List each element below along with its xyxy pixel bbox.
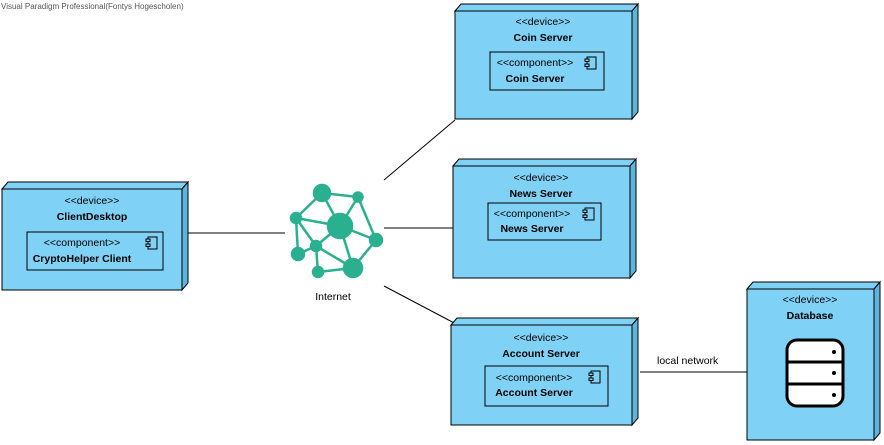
component-icon [588,370,601,384]
component-icon [582,207,595,221]
link-internet-account[interactable] [383,285,459,326]
component-name: Account Server [495,387,573,399]
component-name: CryptoHelper Client [33,253,132,265]
node-side-face [631,316,639,427]
component-box [489,51,605,91]
node-stereotype: <<device>> [514,172,569,184]
node-name: Coin Server [514,32,573,44]
component-stereotype: <<component>> [494,208,570,220]
node-name: Database [787,310,834,322]
component-account-server[interactable]: <<component>> Account Server [484,365,609,407]
component-news-server[interactable]: <<component>> News Server [487,202,602,241]
connections [188,119,747,373]
node-client-desktop[interactable]: <<device>> ClientDesktop <<component>> C… [0,180,190,292]
node-stereotype: <<device>> [65,195,120,207]
node-top-face [451,158,638,167]
node-top-face [0,181,190,190]
node-top-face [449,317,640,326]
component-icon [145,236,158,250]
node-side-face [629,157,637,280]
node-name: Account Server [502,348,580,360]
component-box [484,365,609,407]
internet-network-icon[interactable] [289,183,384,279]
component-stereotype: <<component>> [44,237,120,249]
local-network-label: local network [657,355,719,367]
link-internet-coin[interactable] [383,119,456,181]
node-stereotype: <<device>> [514,332,569,344]
node-coin-server[interactable]: <<device>> Coin Server <<component>> Coi… [453,2,640,121]
node-stereotype: <<device>> [783,294,838,306]
node-top-face [745,281,882,290]
node-side-face [631,2,639,121]
component-name: Coin Server [506,73,565,85]
internet-label: Internet [315,291,351,303]
component-coin-server[interactable]: <<component>> Coin Server [489,51,605,91]
node-database[interactable]: <<device>> Database [745,280,882,442]
node-name: News Server [509,188,572,200]
component-stereotype: <<component>> [496,372,572,384]
node-account-server[interactable]: <<device>> Account Server <<component>> … [449,316,640,427]
component-icon [584,56,597,70]
component-box [487,202,602,241]
node-news-server[interactable]: <<device>> News Server <<component>> New… [451,157,638,280]
component-cryptohelper-client[interactable]: <<component>> CryptoHelper Client [26,231,164,271]
node-top-face [453,3,640,12]
component-name: News Server [500,223,563,235]
node-stereotype: <<device>> [516,16,571,28]
node-side-face [181,180,189,292]
component-stereotype: <<component>> [497,57,573,69]
component-box [26,231,164,271]
database-icon [785,338,845,408]
node-side-face [873,280,881,442]
watermark: Visual Paradigm Professional(Fontys Hoge… [1,2,184,11]
node-name: ClientDesktop [57,211,128,223]
